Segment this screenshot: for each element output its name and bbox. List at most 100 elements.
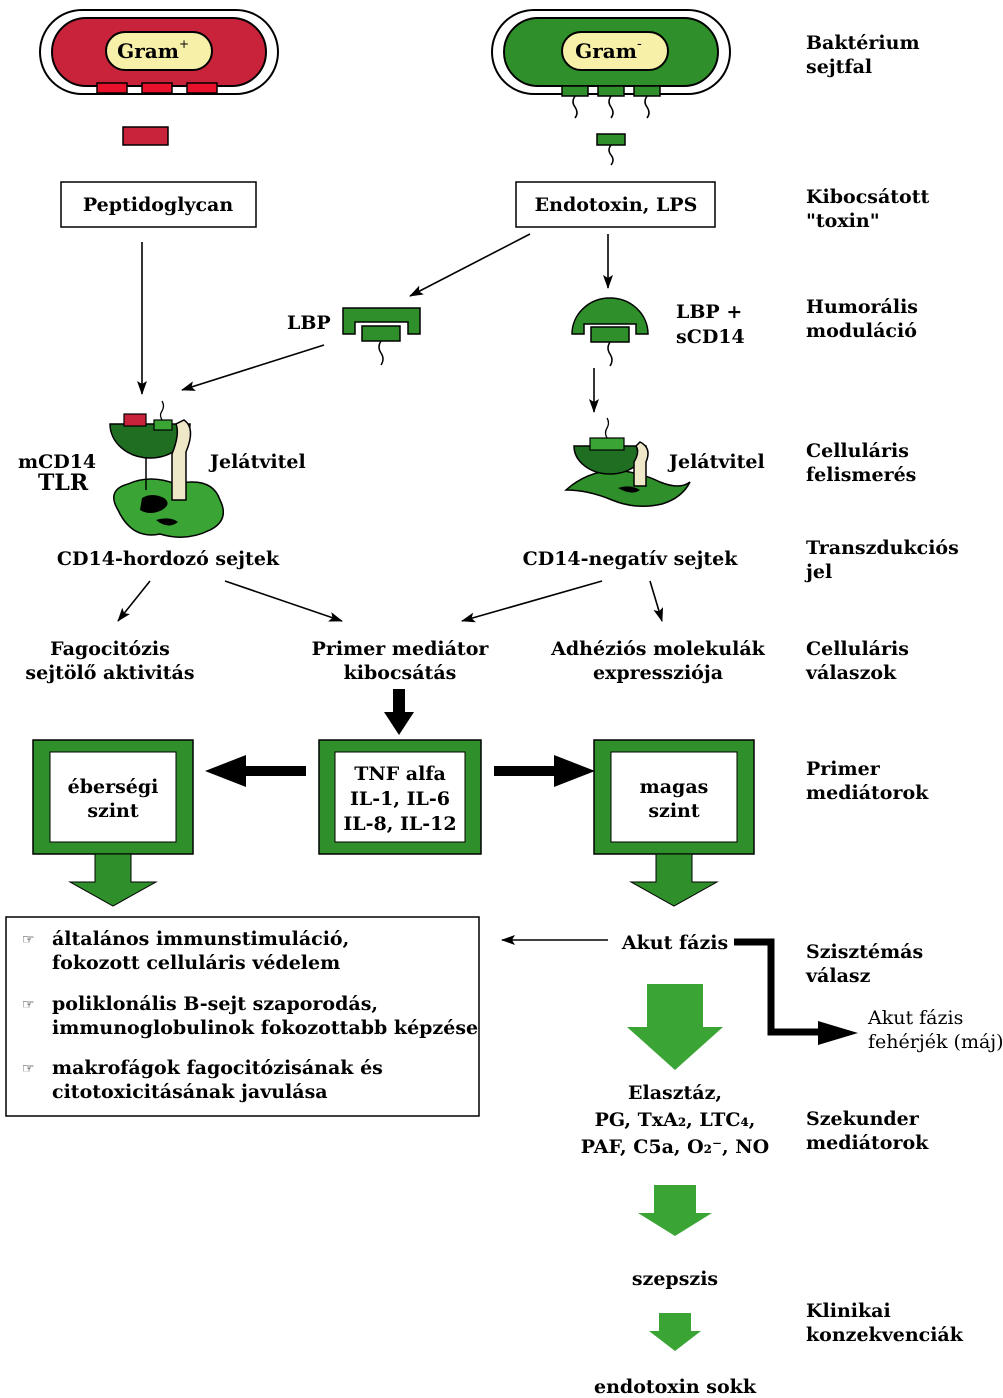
gram-positive-bacterium: Gram + bbox=[39, 9, 279, 95]
akut-fazis-label: Akut fázis bbox=[621, 932, 728, 954]
stage-label: mediátorok bbox=[806, 1132, 929, 1154]
adhezios-label-2: expressziója bbox=[593, 662, 723, 684]
lbp-scd14-molecule-icon bbox=[571, 297, 649, 367]
stage-label: Kibocsátott bbox=[806, 186, 929, 208]
fagocitozis-label-1: Fagocitózis bbox=[50, 638, 170, 660]
effects-list-box bbox=[5, 916, 480, 1117]
arrow-akut-to-proteins-head bbox=[818, 1021, 858, 1045]
endotoxin-box bbox=[515, 181, 716, 228]
stage-labels: Baktérium sejtfal Kibocsátott "toxin" Hu… bbox=[804, 32, 964, 1346]
gram-positive-label: Gram bbox=[117, 39, 179, 63]
stage-label: Celluláris bbox=[806, 638, 909, 660]
arrow-lps-to-lbp bbox=[409, 233, 531, 297]
stage-label: Primer bbox=[806, 758, 881, 780]
eberseg-label-1: éberségi bbox=[68, 776, 159, 798]
gram-positive-sup: + bbox=[179, 37, 189, 51]
primer-label-1: Primer mediátor bbox=[312, 638, 490, 660]
stage-label: moduláció bbox=[806, 320, 917, 342]
tnf-label-1: TNF alfa bbox=[354, 763, 446, 785]
arrow-lbp-to-cd14 bbox=[181, 344, 325, 391]
gram-negative-label: Gram bbox=[575, 39, 637, 63]
cd14-positive-cell-icon bbox=[109, 400, 225, 538]
lbp-scd14-label-1: LBP + bbox=[676, 301, 742, 323]
arrow-to-magas bbox=[494, 755, 595, 787]
arrow-akut-to-proteins bbox=[734, 938, 820, 1036]
pointing-hand-icon: ☞ bbox=[22, 932, 35, 948]
bullet-item-2: ☞ poliklonális B-sejt szaporodás, immuno… bbox=[22, 993, 478, 1039]
secondary-label-3: PAF, C5a, O₂⁻, NO bbox=[581, 1136, 769, 1158]
green-arrow-to-shock bbox=[649, 1313, 701, 1351]
primer-label-2: kibocsátás bbox=[344, 662, 457, 684]
bullet-3-line-2: citotoxicitásának javulása bbox=[52, 1081, 328, 1103]
green-arrow-to-secondary bbox=[627, 984, 723, 1070]
magas-label-1: magas bbox=[640, 776, 709, 798]
bullet-2-line-1: poliklonális B-sejt szaporodás, bbox=[52, 993, 378, 1015]
lbp-label: LBP bbox=[287, 312, 331, 334]
stage-label: Szisztémás bbox=[806, 941, 923, 963]
stage-label: Transzdukciós bbox=[806, 537, 959, 559]
bullet-1-line-2: fokozott celluláris védelem bbox=[52, 952, 340, 974]
stage-label: Humorális bbox=[806, 296, 918, 318]
green-arrow-to-sepsis bbox=[638, 1185, 712, 1236]
peptidoglycan-label: Peptidoglycan bbox=[83, 194, 234, 216]
stage-label: Celluláris bbox=[806, 440, 909, 462]
arrow-to-adhezios bbox=[649, 580, 664, 622]
green-arrow-left bbox=[68, 853, 158, 907]
arrow-right-to-primer bbox=[461, 580, 603, 623]
jelatvitel-right-label: Jelátvitel bbox=[667, 451, 765, 473]
stage-label: "toxin" bbox=[806, 210, 880, 232]
stage-label: felismerés bbox=[806, 464, 916, 486]
gram-negative-bacterium: Gram - bbox=[491, 9, 731, 119]
peptidoglycan-box bbox=[60, 181, 257, 228]
cd14-negative-cell-icon bbox=[564, 417, 691, 507]
endotoxin-label: Endotoxin, LPS bbox=[535, 194, 698, 216]
peptidoglycan-fragment bbox=[122, 126, 169, 146]
pointing-hand-icon: ☞ bbox=[22, 1061, 35, 1077]
stage-label: konzekvenciák bbox=[806, 1324, 964, 1346]
magas-label-2: szint bbox=[648, 800, 700, 822]
adhezios-label-1: Adhéziós molekulák bbox=[550, 638, 766, 660]
stage-label: mediátorok bbox=[806, 782, 929, 804]
tnf-box: TNF alfa IL-1, IL-6 IL-8, IL-12 bbox=[318, 739, 482, 855]
lbp-scd14-label-2: sCD14 bbox=[676, 326, 745, 348]
cd14-negative-title: CD14-negatív sejtek bbox=[523, 548, 739, 570]
green-arrow-right bbox=[629, 853, 719, 907]
tnf-label-2: IL-1, IL-6 bbox=[350, 788, 450, 810]
bullet-item-1: ☞ általános immunstimuláció, fokozott ce… bbox=[22, 928, 349, 974]
stage-label: jel bbox=[804, 561, 832, 583]
bullet-2-line-2: immunoglobulinok fokozottabb képzése bbox=[52, 1017, 478, 1039]
lps-fragment bbox=[596, 133, 626, 166]
secondary-label-1: Elasztáz, bbox=[628, 1082, 722, 1104]
shock-label: endotoxin sokk bbox=[594, 1376, 757, 1398]
secondary-label-2: PG, TxA₂, LTC₄, bbox=[595, 1109, 756, 1131]
lbp-molecule-icon bbox=[342, 307, 421, 366]
mcd14-label: mCD14 bbox=[18, 451, 96, 473]
stage-label: Baktérium bbox=[806, 32, 920, 54]
stage-label: válaszok bbox=[805, 662, 897, 684]
akut-proteins-label-2: fehérjék (máj) bbox=[868, 1031, 1003, 1053]
arrow-primer-to-mediators bbox=[384, 689, 414, 735]
arrow-to-fagocitozis bbox=[117, 580, 151, 622]
akut-proteins-label-1: Akut fázis bbox=[867, 1007, 963, 1029]
stage-label: válasz bbox=[805, 965, 871, 987]
jelatvitel-left-label: Jelátvitel bbox=[208, 451, 306, 473]
tnf-label-3: IL-8, IL-12 bbox=[343, 813, 456, 835]
arrow-to-eberseg bbox=[205, 755, 306, 787]
bullet-1-line-1: általános immunstimuláció, bbox=[52, 928, 349, 950]
fagocitozis-label-2: sejtölő aktivitás bbox=[25, 662, 194, 684]
stage-label: Szekunder bbox=[806, 1108, 920, 1130]
gram-negative-sup: - bbox=[637, 36, 642, 52]
bullet-item-3: ☞ makrofágok fagocitózisának és citotoxi… bbox=[22, 1057, 383, 1103]
bullet-3-line-1: makrofágok fagocitózisának és bbox=[52, 1057, 383, 1079]
stage-label: Klinikai bbox=[806, 1300, 891, 1322]
arrow-left-to-primer bbox=[224, 580, 343, 622]
cd14-positive-title: CD14-hordozó sejtek bbox=[57, 548, 280, 570]
pointing-hand-icon: ☞ bbox=[22, 997, 35, 1013]
magas-szint-box: magas szint bbox=[593, 739, 755, 855]
eberseg-szint-box: éberségi szint bbox=[32, 739, 194, 855]
eberseg-label-2: szint bbox=[87, 800, 139, 822]
stage-label: sejtfal bbox=[806, 56, 872, 78]
tlr-label: TLR bbox=[38, 470, 89, 496]
sepsis-label: szepszis bbox=[632, 1268, 718, 1290]
